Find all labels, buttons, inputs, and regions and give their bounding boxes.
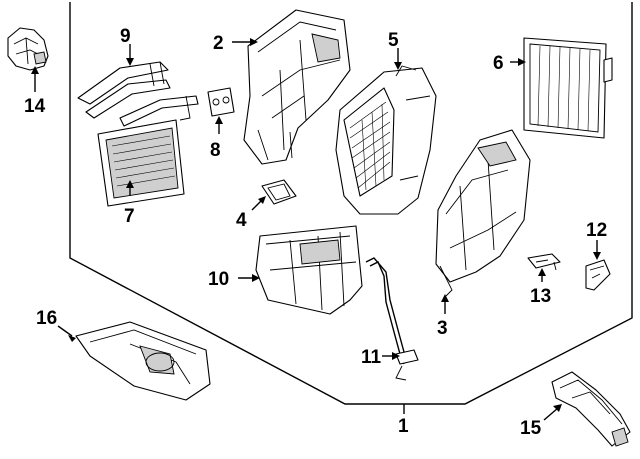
arrow-4 [258,196,266,204]
callout-9: 9 [120,26,131,47]
callout-13: 13 [530,286,551,307]
callout-12: 12 [586,220,607,241]
callout-11: 11 [361,347,382,368]
callout-5: 5 [388,30,399,51]
arrow-3 [441,294,449,302]
part-8-grommet[interactable] [207,87,235,117]
part-3-blower-housing[interactable] [435,129,531,297]
callout-7: 7 [124,206,135,227]
part-5-evaporator-case[interactable] [335,65,437,215]
arrow-7 [126,180,134,188]
leader-15 [543,407,559,421]
arrow-9 [126,58,134,66]
callout-15: 15 [520,418,542,439]
part-13-bracket[interactable] [527,253,561,271]
part-16-floor-duct[interactable] [75,321,211,401]
arrow-14 [31,66,39,74]
leader-16 [57,325,73,337]
part-12-sensor[interactable] [585,259,611,291]
part-7-heater-core[interactable] [97,119,185,207]
arrow-5 [394,62,402,70]
callout-2: 2 [213,33,224,54]
arrow-15 [553,404,562,412]
callout-6: 6 [493,53,504,74]
arrow-16 [68,335,76,342]
arrow-8 [215,116,223,124]
part-4-seal[interactable] [261,179,297,205]
callout-4: 4 [236,210,247,231]
part-14-duct[interactable] [7,27,49,71]
part-11-drain-hose[interactable] [365,257,419,381]
arrow-10 [252,274,260,282]
arrow-13 [538,268,546,276]
part-2-housing[interactable] [243,9,351,165]
arrow-12 [593,252,601,260]
callout-1: 1 [398,416,409,437]
part-9-heater-pipes[interactable] [77,61,199,127]
callout-8: 8 [210,140,221,161]
arrow-2 [250,38,258,46]
callout-10: 10 [208,269,229,290]
callout-3: 3 [437,318,448,339]
assembly-boundary [69,2,633,405]
part-15-rear-duct[interactable] [551,371,631,447]
part-10-lower-case[interactable] [255,225,363,315]
callout-16: 16 [36,308,57,329]
part-6-evaporator[interactable] [523,37,613,139]
arrow-11 [392,352,400,360]
arrow-6 [518,58,526,66]
leader-4 [251,199,263,211]
callout-14: 14 [24,96,46,117]
